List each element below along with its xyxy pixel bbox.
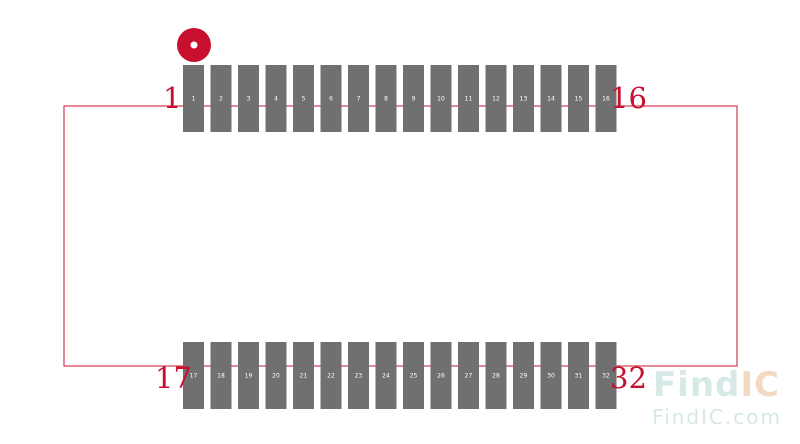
top-pad	[513, 65, 534, 132]
corner-label-top-right: 16	[610, 81, 647, 115]
top-pad	[540, 65, 562, 132]
top-pad-number: 13	[520, 96, 528, 103]
top-pad	[568, 65, 589, 132]
top-pad-number: 7	[357, 96, 361, 103]
top-pad-number: 6	[329, 96, 333, 103]
top-pad-number: 10	[437, 96, 445, 103]
bottom-pad	[595, 342, 617, 409]
top-pad	[430, 65, 452, 132]
bottom-pad-number: 24	[382, 373, 390, 380]
corner-label-bottom-right: 32	[610, 361, 647, 395]
bottom-pad-number: 21	[300, 373, 308, 380]
bottom-pad-number: 23	[355, 373, 363, 380]
top-pad	[595, 65, 617, 132]
top-pad	[210, 65, 232, 132]
bottom-pad-number: 19	[245, 373, 253, 380]
bottom-pad	[458, 342, 479, 409]
top-pad-number: 9	[412, 96, 416, 103]
top-pad-number: 11	[465, 96, 473, 103]
bottom-pad-number: 20	[272, 373, 280, 380]
top-pad-number: 1	[192, 96, 196, 103]
top-pad-number: 2	[219, 96, 223, 103]
bottom-pad	[293, 342, 314, 409]
bottom-pad-number: 18	[217, 373, 225, 380]
bottom-pad	[403, 342, 424, 409]
top-pad	[485, 65, 507, 132]
bottom-pad	[265, 342, 287, 409]
top-pad-number: 8	[384, 96, 388, 103]
bottom-pad-number: 30	[547, 373, 555, 380]
bottom-pad-number: 17	[190, 373, 198, 380]
top-pad-number: 5	[302, 96, 306, 103]
top-pad-number: 4	[274, 96, 278, 103]
top-pad	[183, 65, 204, 132]
bottom-pad	[238, 342, 259, 409]
top-pad	[375, 65, 397, 132]
bottom-pad-number: 25	[410, 373, 418, 380]
top-pad-number: 16	[602, 96, 610, 103]
top-pad-number: 12	[492, 96, 500, 103]
top-pad	[320, 65, 342, 132]
bottom-pad	[430, 342, 452, 409]
pin1-marker	[177, 28, 211, 62]
component-outline	[63, 105, 738, 367]
watermark-brand-suffix: IC	[740, 365, 780, 405]
top-pad	[458, 65, 479, 132]
bottom-pad	[210, 342, 232, 409]
watermark-brand: FindIC	[653, 365, 780, 405]
corner-label-bottom-left: 17	[155, 361, 192, 395]
bottom-pad	[348, 342, 369, 409]
top-pad	[238, 65, 259, 132]
bottom-pad	[375, 342, 397, 409]
corner-label-top-left: 1	[163, 81, 181, 115]
bottom-pad	[183, 342, 204, 409]
top-pad-number: 15	[575, 96, 583, 103]
top-pad	[403, 65, 424, 132]
top-pad	[265, 65, 287, 132]
top-pad-number: 3	[247, 96, 251, 103]
bottom-pad-number: 22	[327, 373, 335, 380]
bottom-pad	[485, 342, 507, 409]
bottom-pad	[320, 342, 342, 409]
bottom-pad-number: 26	[437, 373, 445, 380]
top-pad	[293, 65, 314, 132]
bottom-pad-row: 17 18 19 20 21 22 23 24 25 26 27 28 29 30 31 32	[183, 342, 617, 409]
bottom-pad-number: 28	[492, 373, 500, 380]
bottom-pad-number: 29	[520, 373, 528, 380]
bottom-pad-number: 32	[602, 373, 610, 380]
watermark-url: FindIC.com	[652, 405, 782, 429]
bottom-pad	[568, 342, 589, 409]
bottom-pad	[513, 342, 534, 409]
top-pad	[348, 65, 369, 132]
bottom-pad	[540, 342, 562, 409]
top-pad-number: 14	[547, 96, 555, 103]
watermark-brand-prefix: Find	[652, 365, 741, 405]
bottom-pad-number: 27	[465, 373, 473, 380]
bottom-pad-number: 31	[575, 373, 583, 380]
